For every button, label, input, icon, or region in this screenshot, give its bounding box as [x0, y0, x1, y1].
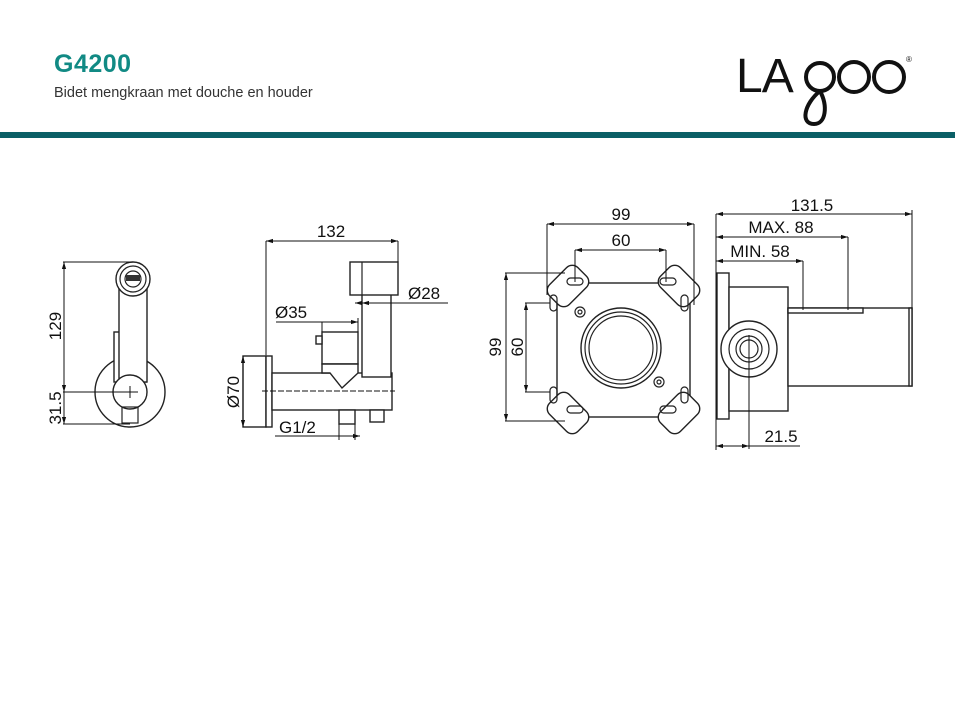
dim-hole-spacing-v: 60 — [508, 338, 527, 357]
svg-text:LA: LA — [736, 50, 794, 103]
dim-min-depth: MIN. 58 — [730, 242, 790, 261]
dim-height: 129 — [46, 312, 65, 340]
side-view: 132 Ø28 Ø35 Ø70 G1/2 — [224, 222, 448, 440]
header-divider — [0, 132, 955, 138]
registered-mark: ® — [906, 55, 912, 64]
dim-thread: G1/2 — [279, 418, 316, 437]
dim-box-width: 99 — [612, 205, 631, 224]
box-front-view: 99 60 99 60 — [486, 205, 701, 435]
dim-hole-spacing-h: 60 — [612, 231, 631, 250]
front-view: 129 31.5 — [46, 261, 166, 428]
dim-axis-offset: 21.5 — [764, 427, 797, 446]
dim-total-depth: 131.5 — [791, 196, 834, 215]
dim-depth: 132 — [317, 222, 345, 241]
dim-rosette-diameter: Ø70 — [224, 376, 243, 408]
dim-center-offset: 31.5 — [46, 391, 65, 424]
dim-handle-diameter: Ø35 — [275, 303, 307, 322]
dim-shower-diameter: Ø28 — [408, 284, 440, 303]
product-subtitle: Bidet mengkraan met douche en houder — [54, 85, 313, 101]
product-code: G4200 — [54, 50, 132, 78]
dim-box-height: 99 — [486, 338, 505, 357]
box-side-view: 131.5 MAX. 88 MIN. 58 21.5 — [715, 196, 913, 450]
dim-max-depth: MAX. 88 — [748, 218, 813, 237]
brand-logo: LA ® — [736, 50, 912, 127]
